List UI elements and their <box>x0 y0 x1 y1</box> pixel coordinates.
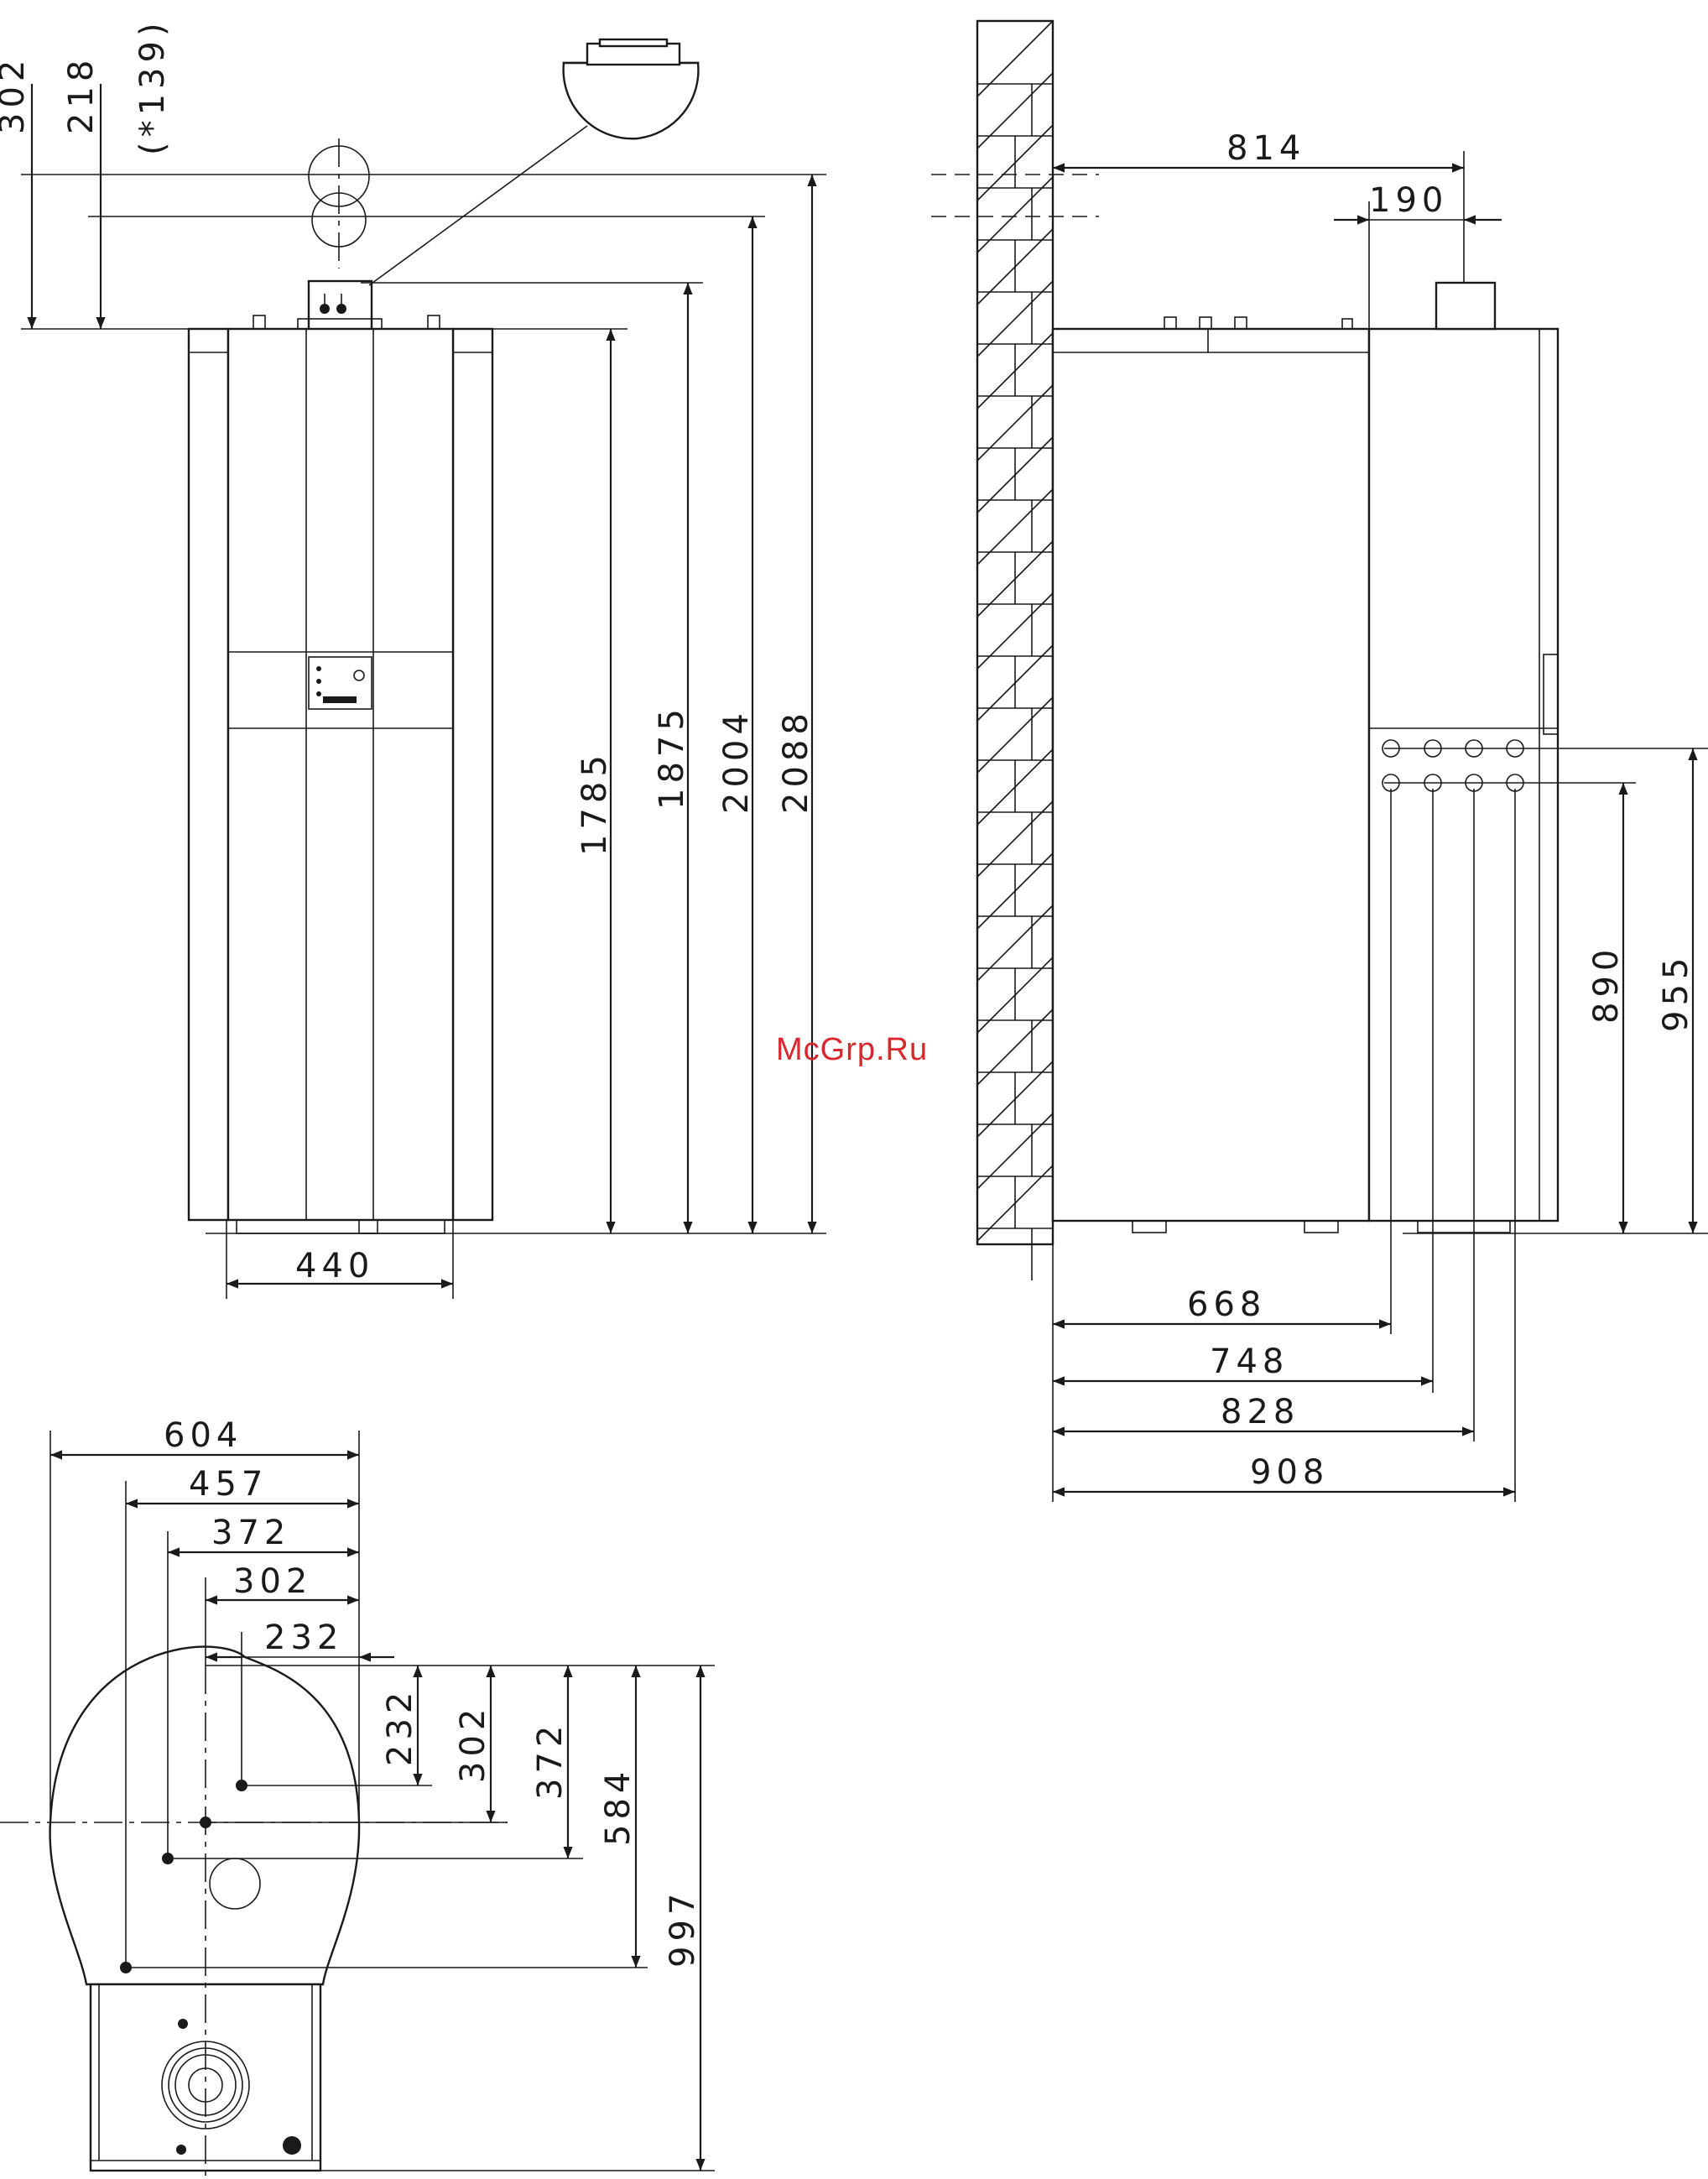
dim-302-front: 302 <box>0 55 32 134</box>
side-view: 814 190 890 955 668 748 828 908 <box>931 21 1708 1502</box>
dim-1785: 1785 <box>575 750 614 856</box>
dim-955: 955 <box>1657 953 1695 1032</box>
dim-372-v: 372 <box>531 1721 570 1800</box>
dim-828: 828 <box>1221 1393 1299 1431</box>
front-view: 302 218 (*139) 1785 1875 2004 2088 440 <box>0 18 826 1299</box>
dim-2088: 2088 <box>777 708 815 814</box>
dim-890: 890 <box>1587 945 1626 1024</box>
dim-440: 440 <box>295 1247 374 1285</box>
dim-232-v: 232 <box>381 1687 419 1766</box>
dim-302-h: 302 <box>233 1562 312 1601</box>
dim-302-v: 302 <box>454 1704 492 1783</box>
dim-584: 584 <box>599 1767 638 1846</box>
dim-372-h: 372 <box>211 1514 290 1552</box>
dim-218-front: 218 <box>62 55 101 134</box>
dim-908: 908 <box>1250 1453 1329 1492</box>
dim-668: 668 <box>1187 1285 1266 1324</box>
dim-457: 457 <box>189 1465 268 1504</box>
dim-814: 814 <box>1226 129 1305 168</box>
watermark: McGrp.Ru <box>776 1032 928 1067</box>
dim-997: 997 <box>664 1889 702 1968</box>
dim-748: 748 <box>1210 1342 1289 1381</box>
dim-2004: 2004 <box>717 708 756 814</box>
dim-1875: 1875 <box>653 704 691 810</box>
dim-604: 604 <box>164 1416 242 1455</box>
plan-view: 604 457 372 302 232 232 302 372 584 997 <box>0 1416 715 2179</box>
dim-190: 190 <box>1369 181 1448 220</box>
dim-232-h: 232 <box>264 1619 343 1657</box>
dim-139-note: (*139) <box>133 18 172 155</box>
